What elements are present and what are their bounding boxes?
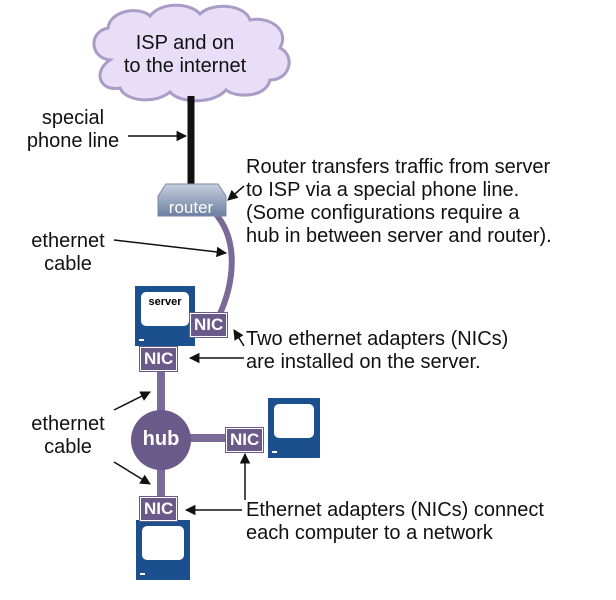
router-note: Router transfers traffic from server to … — [246, 156, 552, 248]
ethernet-cable-label-top: ethernet cable — [22, 230, 114, 276]
bottom-computer — [136, 520, 190, 580]
nics-note-line-1: Two ethernet adapters (NICs) — [246, 328, 509, 350]
arrow-cable-top — [113, 239, 228, 258]
router-note-line-1: Router transfers traffic from server — [246, 156, 551, 178]
server-computer — [135, 286, 195, 346]
adapters-note: Ethernet adapters (NICs) connect each co… — [246, 499, 544, 545]
arrow-router — [227, 185, 245, 201]
router-note-line-4: hub in between server and router). — [246, 225, 552, 247]
right-computer — [268, 398, 320, 458]
ethernet-cable-top-text-1: ethernet — [31, 230, 105, 252]
router-device — [157, 183, 227, 217]
bottom-computer-nic: NIC — [140, 497, 178, 521]
cloud-line-1: ISP and on — [135, 32, 235, 54]
nics-note: Two ethernet adapters (NICs) are install… — [246, 328, 508, 374]
nics-note-line-2: are installed on the server. — [246, 351, 481, 373]
isp-cloud — [92, 3, 291, 103]
arrow-cable-bottom-upper — [113, 391, 151, 411]
special-phone-line-label: special phone line — [20, 107, 126, 153]
router-server-cable — [211, 209, 235, 320]
cloud-line-2: to the internet — [123, 55, 247, 77]
arrow-nic-server-right — [233, 329, 245, 347]
router-note-line-2: to ISP via a special phone line. — [246, 179, 520, 201]
router-note-line-3: (Some configurations require a — [246, 202, 520, 224]
ethernet-cable-bottom-text-2: cable — [44, 436, 92, 458]
server-nic-below: NIC — [140, 347, 178, 371]
ethernet-cable-label-bottom: ethernet cable — [22, 413, 114, 459]
right-computer-nic: NIC — [226, 428, 264, 452]
ethernet-cable-top-text-2: cable — [44, 253, 92, 275]
hub: hub — [131, 410, 191, 470]
arrow-cable-bottom-lower — [113, 461, 151, 485]
server-label: server — [148, 296, 182, 308]
special-phone-line-text-2: phone line — [26, 130, 120, 152]
adapters-note-line-1: Ethernet adapters (NICs) connect — [246, 499, 544, 521]
ethernet-cable-bottom-text-1: ethernet — [31, 413, 105, 435]
server-nic-right: NIC — [190, 313, 228, 337]
router-label: router — [168, 198, 214, 217]
cloud-label: ISP and on to the internet — [100, 32, 270, 78]
adapters-note-line-2: each computer to a network — [246, 522, 493, 544]
special-phone-line-text-1: special — [41, 107, 105, 129]
